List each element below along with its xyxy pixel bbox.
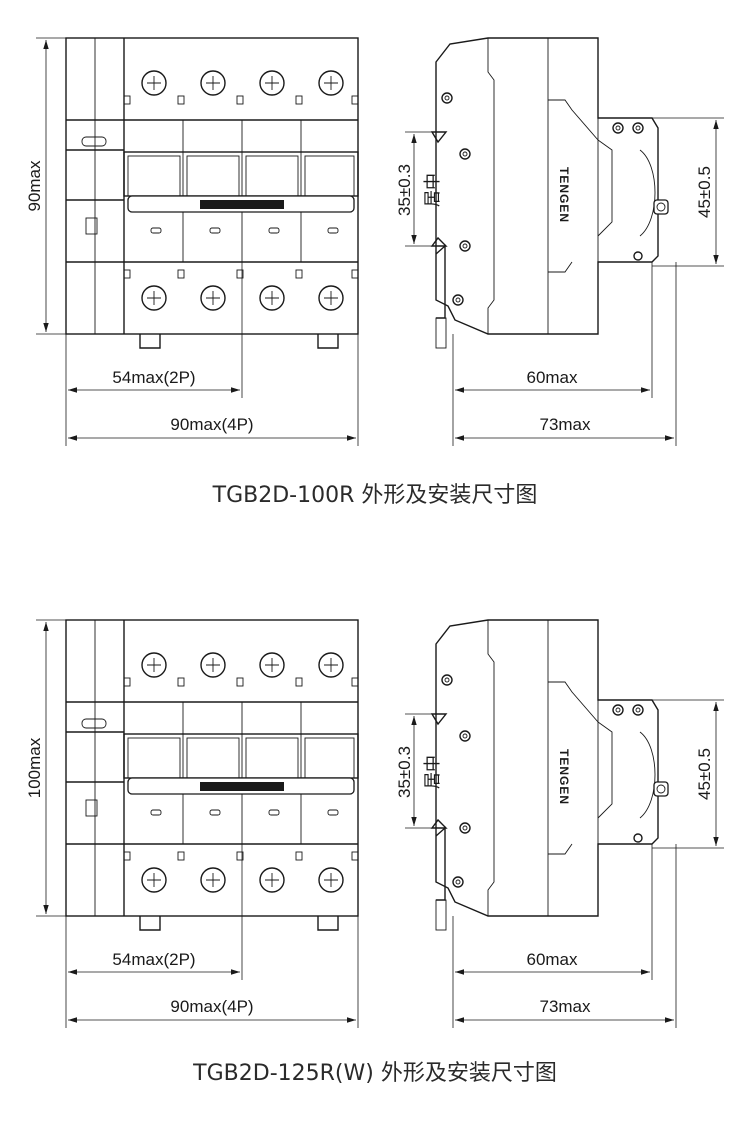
- front-width-2p-label: 54max(2P): [112, 950, 195, 969]
- front-height-label: 100max: [25, 737, 44, 798]
- front-view: 100max 54max(2P) 90max(4P): [25, 619, 359, 1028]
- brand-label: TENGEN: [557, 167, 571, 223]
- bottom-terminal-screws: [123, 851, 359, 931]
- rail-width-label: 35±0.3: [395, 164, 414, 216]
- center-label: 居中: [423, 173, 442, 207]
- bottom-terminal-screws: [123, 269, 359, 349]
- top-terminal-screws: [123, 652, 359, 687]
- figure-caption: TGB2D-125R(W) 外形及安装尺寸图: [192, 1061, 557, 1086]
- diagram-tgb2d-125r: 100max 54max(2P) 90max(4P): [25, 619, 724, 1086]
- side-depth-label: 60max: [526, 950, 578, 969]
- side-view: TENGEN 35±0.3 居中 45±0.5 60max 73max: [395, 619, 724, 1028]
- center-label: 居中: [423, 755, 442, 789]
- front-dimensions: 100max 54max(2P) 90max(4P): [25, 619, 359, 1028]
- side-height-label: 45±0.5: [695, 748, 714, 800]
- figure-caption: TGB2D-100R 外形及安装尺寸图: [212, 483, 538, 508]
- breaker-handles: [123, 151, 359, 234]
- side-total-depth-label: 73max: [539, 997, 591, 1016]
- front-width-4p-label: 90max(4P): [170, 415, 253, 434]
- side-view: TENGEN 35±0.3 居中 45±0.5 60max 73max: [395, 37, 724, 446]
- side-depth-label: 60max: [526, 368, 578, 387]
- side-total-depth-label: 73max: [539, 415, 591, 434]
- rail-width-label: 35±0.3: [395, 746, 414, 798]
- front-width-2p-label: 54max(2P): [112, 368, 195, 387]
- top-terminal-screws: [123, 70, 359, 105]
- side-height-label: 45±0.5: [695, 166, 714, 218]
- front-height-label: 90max: [25, 160, 44, 212]
- front-dimensions: 90max 54max(2P) 90max(4P): [25, 37, 359, 446]
- breaker-handles: [123, 733, 359, 816]
- front-view: 90max 54max(2P) 90max(4P): [25, 37, 359, 446]
- brand-label: TENGEN: [557, 749, 571, 805]
- diagram-tgb2d-100r: 90max 54max(2P) 90max(4P): [25, 37, 724, 508]
- front-width-4p-label: 90max(4P): [170, 997, 253, 1016]
